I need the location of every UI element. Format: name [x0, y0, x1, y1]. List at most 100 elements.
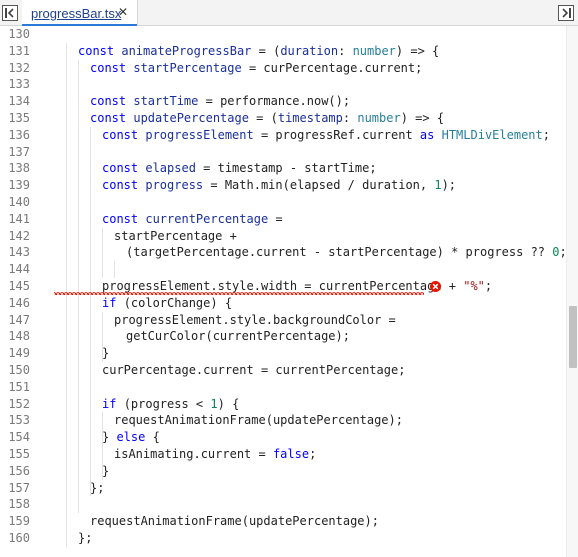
code-token: requestAnimationFrame(updatePercentage);	[114, 413, 403, 428]
code-token: const	[90, 60, 134, 75]
error-icon[interactable]	[430, 281, 441, 292]
code-token: duration	[280, 43, 339, 58]
code-token: number	[357, 111, 401, 125]
code-line[interactable]: 154} else {	[0, 429, 566, 446]
line-number: 159	[8, 514, 30, 529]
error-squiggle[interactable]	[54, 292, 424, 295]
code-token: 0	[552, 245, 560, 260]
code-line[interactable]: 132 const startPercentage = curPercentage…	[0, 60, 566, 77]
toggle-right-panel-button[interactable]	[558, 5, 574, 21]
line-number: 136	[8, 127, 30, 142]
code-token: currentPercentage	[145, 211, 269, 226]
code-line[interactable]: 131 const animateProgressBar = (duration:…	[0, 43, 566, 60]
code-token: = (	[251, 43, 281, 58]
code-token: updatePercentage	[133, 111, 249, 125]
code-line[interactable]: 147 progressElement.style.backgroundColor…	[0, 312, 566, 329]
code-text: const currentPercentage =	[102, 212, 283, 226]
vertical-scrollbar[interactable]	[566, 26, 578, 557]
code-text: } else {	[102, 430, 160, 444]
code-token: = progressRef.current	[253, 127, 420, 142]
line-number: 131	[8, 43, 30, 58]
line-number: 132	[8, 60, 30, 75]
code-token: const	[102, 211, 146, 226]
code-line[interactable]: 151	[0, 379, 566, 396]
line-number: 156	[8, 463, 30, 478]
code-text: }	[102, 464, 109, 478]
code-line[interactable]: 133	[0, 76, 566, 93]
code-token: 1	[434, 178, 442, 193]
indent-guide	[78, 59, 79, 514]
code-token: progress	[145, 178, 204, 193]
code-token: as	[419, 127, 442, 142]
line-number: 158	[8, 497, 30, 512]
code-token: isAnimating.current =	[114, 447, 273, 461]
code-text: const animateProgressBar = (duration: nu…	[78, 44, 439, 58]
code-line[interactable]: 130	[0, 26, 566, 43]
code-text: startPercentage +	[114, 229, 237, 243]
code-token: number	[352, 43, 396, 58]
tab-bar: progressBar.tsx ✕	[0, 0, 578, 26]
scrollbar-thumb[interactable]	[569, 306, 577, 368]
code-token: const	[90, 111, 134, 125]
close-icon[interactable]: ✕	[118, 5, 129, 19]
code-token: 1	[210, 396, 218, 411]
toggle-sidebar-button[interactable]	[2, 5, 18, 21]
code-text: requestAnimationFrame(updatePercentage);	[114, 413, 403, 427]
code-line[interactable]: 156}	[0, 463, 566, 480]
tab-progressbar-tsx[interactable]: progressBar.tsx ✕	[22, 0, 138, 26]
code-text: const progress = Math.min(elapsed / dura…	[102, 178, 456, 192]
code-token: const	[78, 43, 122, 58]
code-token: startPercentage	[133, 60, 242, 75]
line-number: 146	[8, 295, 30, 310]
line-number: 157	[8, 480, 30, 495]
code-token: "%"	[463, 279, 485, 293]
code-line[interactable]: 149}	[0, 345, 566, 362]
code-line[interactable]: 157};	[0, 480, 566, 497]
code-line[interactable]: 140	[0, 194, 566, 211]
code-line[interactable]: 136 const progressElement = progressRef.c…	[0, 127, 566, 144]
indent-guide	[90, 126, 91, 497]
code-token: progressElement.style.backgroundColor =	[114, 312, 396, 327]
code-token: = Math.min(elapsed / duration,	[203, 178, 435, 193]
code-line[interactable]: 143(targetPercentage.current - startPerc…	[0, 244, 566, 261]
code-token: elapsed	[145, 161, 196, 176]
panel-right-icon	[562, 8, 571, 18]
code-token: }	[102, 346, 110, 361]
code-token: HTMLDivElement	[441, 127, 543, 142]
panel-left-icon	[5, 8, 14, 18]
code-line[interactable]: 160};	[0, 530, 566, 547]
code-text: const startPercentage = curPercentage.cu…	[90, 61, 422, 75]
code-text: }	[102, 346, 109, 360]
line-number: 150	[8, 363, 30, 377]
code-text: (targetPercentage.current - startPercent…	[126, 245, 566, 259]
code-token: = timestamp - startTime;	[195, 161, 377, 176]
line-number: 152	[8, 396, 30, 411]
code-token: ) => {	[400, 111, 445, 125]
code-line[interactable]: 137	[0, 144, 566, 161]
line-number: 145	[8, 279, 30, 293]
code-token: );	[441, 178, 457, 193]
code-line[interactable]: 158	[0, 496, 566, 513]
code-token: false	[272, 447, 310, 461]
code-token: (targetPercentage.current - startPercent…	[126, 245, 553, 260]
line-number: 147	[8, 312, 30, 327]
line-number: 138	[8, 161, 30, 176]
line-number: 151	[8, 379, 30, 394]
code-line[interactable]: 144	[0, 261, 566, 278]
code-text: const progressElement = progressRef.curr…	[102, 128, 550, 142]
